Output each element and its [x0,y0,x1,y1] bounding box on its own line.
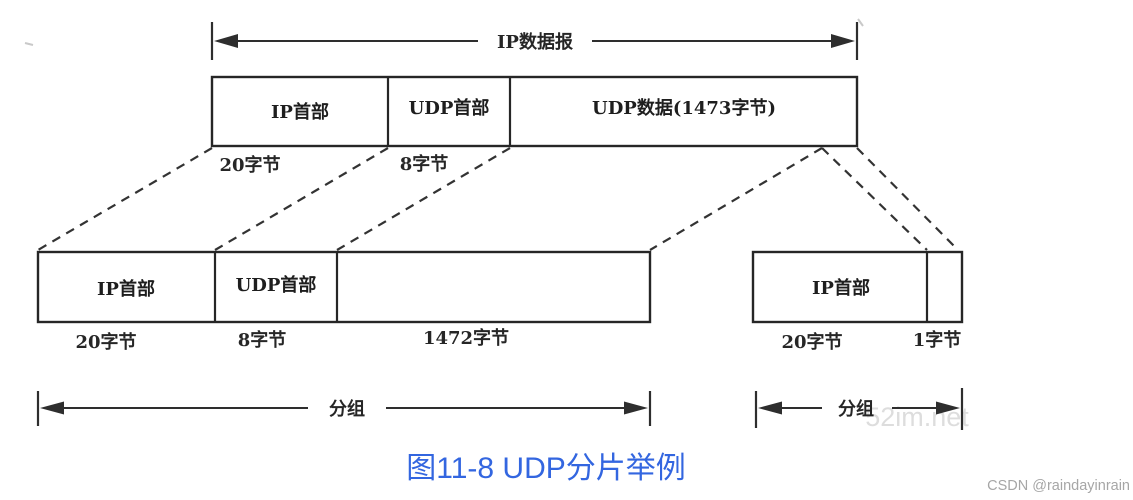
scan-artifact [857,18,864,27]
frag2-ip-size-label: 20字节 [781,331,842,353]
packet-2-dimension-arrow: 分组 [754,388,964,430]
datagram-outline [210,75,859,148]
fragment-1-box: IP首部 UDP首部 20字节 8字节 1472字节 [36,250,652,353]
right-arrowhead-icon [936,401,960,415]
frag2-ip-header-label: IP首部 [812,277,870,299]
fragmentation-dashed-connectors [37,147,959,251]
packet2-label: 分组 [838,398,874,420]
left-arrowhead-icon [40,401,64,415]
dashed-connector [821,147,928,251]
packet1-label: 分组 [329,398,365,420]
frag1-data-size-label: 1472字节 [423,327,509,349]
udp-header-size-label: 8字节 [400,153,449,175]
ip-header-size-label: 20字节 [219,154,280,176]
ip-datagram-dimension-arrow: IP数据报 [210,22,859,60]
frag2-data-size-label: 1字节 [913,329,962,351]
fragment-2-box: IP首部 20字节 1字节 [751,250,964,353]
scan-artifact [24,42,34,46]
dashed-connector [336,147,511,251]
frag1-udp-header-label: UDP首部 [236,274,317,296]
dashed-connector [37,147,213,251]
ip-datagram-label: IP数据报 [497,31,573,53]
figure-caption: 图11-8 UDP分片举例 [406,452,686,485]
fragment2-outline [751,250,964,324]
frag1-ip-size-label: 20字节 [75,331,136,353]
frag1-ip-header-label: IP首部 [97,278,155,300]
left-arrowhead-icon [758,401,782,415]
dashed-connector [856,147,959,251]
left-arrowhead-icon [214,34,238,48]
frag1-udp-size-label: 8字节 [238,329,287,351]
ip-header-label: IP首部 [271,101,329,123]
right-arrowhead-icon [624,401,648,415]
udp-header-label: UDP首部 [409,97,490,119]
dashed-connector [649,147,823,251]
ip-datagram-box: IP首部 UDP首部 UDP数据(1473字节) 20字节 8字节 [210,75,859,176]
dashed-connector [214,147,389,251]
packet-1-dimension-arrow: 分组 [36,391,652,426]
csdn-watermark-text: CSDN @raindayinrain [987,478,1130,494]
right-arrowhead-icon [831,34,855,48]
fragment1-outline [36,250,652,324]
udp-data-label: UDP数据(1473字节) [592,97,776,119]
